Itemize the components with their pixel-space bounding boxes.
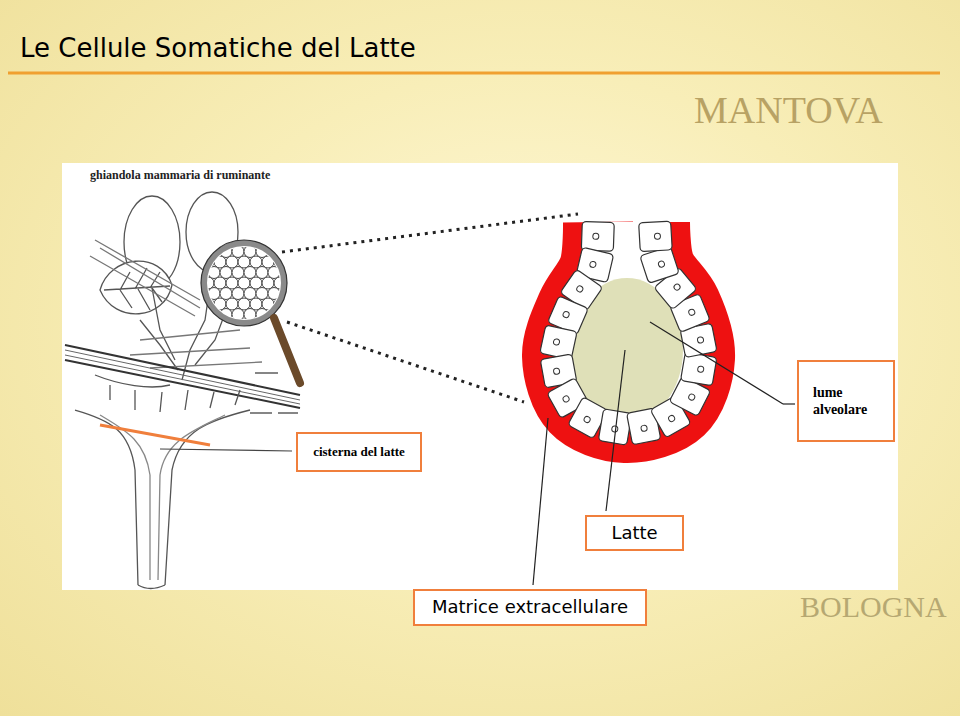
alveolus-cluster: [250, 298, 262, 310]
alveolus-cluster: [190, 235, 202, 247]
alveolus-cluster: [220, 288, 232, 300]
epithelial-cell: [681, 352, 717, 386]
alveolus-cluster: [232, 267, 244, 279]
alveolus-cluster: [262, 277, 274, 289]
alveolus-cluster: [274, 235, 286, 247]
alveolus-cluster: [250, 277, 262, 289]
epithelial-cell: [581, 221, 614, 251]
alveolus-cluster: [214, 277, 226, 289]
title-rule: [8, 72, 940, 75]
alveolus-cluster: [292, 267, 304, 279]
alveolus-cluster: [292, 246, 304, 258]
alveolus: [540, 221, 717, 445]
alveolus-cluster: [196, 309, 208, 321]
epithelial-cell: [598, 409, 632, 445]
mammary-gland: [65, 192, 300, 589]
alveolus-cluster: [202, 319, 214, 331]
alveolus-cluster: [226, 256, 238, 268]
alveolus-cluster: [292, 288, 304, 300]
label-text: lume alveolare: [813, 384, 879, 419]
label-box: Latte: [585, 515, 684, 551]
alveolus-cluster: [190, 319, 202, 331]
alveolus-cluster: [238, 277, 250, 289]
alveolus-cluster: [238, 256, 250, 268]
alveolus-cluster: [196, 246, 208, 258]
alveolus-cluster: [256, 288, 268, 300]
epithelial-cell: [540, 325, 577, 360]
label-box: cisterna del latte: [296, 432, 422, 472]
alveolus-cluster: [226, 277, 238, 289]
alveolus-cluster: [280, 309, 292, 321]
watermark: MANTOVA: [694, 88, 883, 132]
alveolus-cluster: [232, 288, 244, 300]
alveolus-cluster: [286, 277, 298, 289]
label-text: cisterna del latte: [313, 444, 405, 460]
alveolus-cluster: [286, 256, 298, 268]
alveolus-cluster: [190, 256, 202, 268]
label-box: Matrice extracellulare: [413, 589, 647, 626]
slide-title: Le Cellule Somatiche del Latte: [20, 33, 416, 63]
label-text: Latte: [611, 522, 657, 545]
alveolus-cluster: [256, 267, 268, 279]
magnifier: [190, 235, 304, 383]
figure-panel: [62, 163, 898, 590]
alveolus-cluster: [226, 298, 238, 310]
leader-lines: [533, 322, 795, 585]
epithelial-cell: [639, 221, 673, 251]
alveolus-cluster: [190, 298, 202, 310]
alveolus-cluster: [250, 256, 262, 268]
alveolus-cluster: [220, 267, 232, 279]
label-text: Matrice extracellulare: [432, 596, 628, 619]
alveolus-cluster: [292, 309, 304, 321]
alveolus-cluster: [244, 288, 256, 300]
alveolus-cluster: [286, 235, 298, 247]
figure-label: ghiandola mammaria di ruminante: [90, 168, 270, 183]
label-box: lume alveolare: [797, 360, 895, 442]
alveolus-cluster: [244, 267, 256, 279]
alveolus-cluster: [286, 298, 298, 310]
alveolus-cluster: [190, 277, 202, 289]
alveolus-cluster: [202, 235, 214, 247]
alveolus-cluster: [238, 298, 250, 310]
watermark: BOLOGNA: [800, 590, 947, 624]
